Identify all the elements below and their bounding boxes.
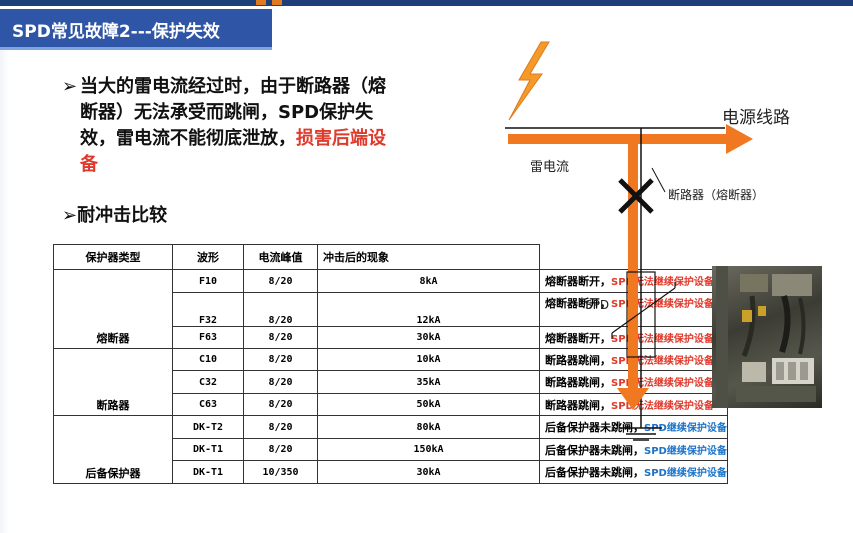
bullet-1-text: 当大的雷电流经过时，由于断路器（熔断器）无法承受而跳闸，SPD保护失效，雷电流不… bbox=[80, 76, 386, 149]
result-note: SPD无法继续保护设备 bbox=[611, 333, 714, 345]
result-text: 断路器跳闸， bbox=[545, 353, 611, 367]
result-cell: 后备保护器未跳闸，SPD继续保护设备 bbox=[539, 438, 728, 461]
top-bar-tick bbox=[256, 0, 266, 5]
peak-current-cell: 10kA bbox=[317, 348, 540, 371]
bullet-marker: ➢ bbox=[62, 205, 78, 226]
result-text: 后备保护器未跳闸， bbox=[545, 466, 644, 479]
spd-label: SPD bbox=[585, 298, 610, 312]
model-cell: C10 bbox=[172, 348, 244, 371]
column-header: 冲击后的现象 bbox=[317, 244, 540, 270]
waveform-cell: 8/20 bbox=[243, 269, 318, 293]
equipment-photo bbox=[712, 266, 822, 408]
waveform-cell: 8/20 bbox=[243, 348, 318, 371]
waveform-cell: 8/20 bbox=[243, 393, 318, 416]
peak-current-cell: 80kA bbox=[317, 415, 540, 439]
waveform-cell: 8/20 bbox=[243, 415, 318, 439]
waveform-cell: 8/20 bbox=[243, 370, 318, 394]
result-cell: 熔断器断开，SPD无法继续保护设备 bbox=[539, 326, 728, 349]
peak-current-cell: 35kA bbox=[317, 370, 540, 394]
model-cell: C32 bbox=[172, 370, 244, 394]
result-note: SPD无法继续保护设备 bbox=[611, 355, 714, 367]
lightning-current-label: 雷电流 bbox=[530, 160, 570, 175]
lightning-bolt-icon bbox=[508, 41, 550, 121]
left-stripe bbox=[0, 50, 9, 533]
bullet-marker: ➢ bbox=[62, 76, 78, 97]
slide-title-text: SPD常见故障2---保护失效 bbox=[12, 22, 220, 42]
result-text: 后备保护器未跳闸， bbox=[545, 443, 644, 457]
result-note: SPD无法继续保护设备 bbox=[611, 400, 714, 412]
bullet-point-1: ➢ 当大的雷电流经过时，由于断路器（熔断器）无法承受而跳闸，SPD保护失效，雷电… bbox=[62, 74, 402, 178]
bullet-1-highlight: 损害后端设备 bbox=[80, 128, 386, 175]
top-bar-tick bbox=[272, 0, 282, 5]
result-note: SPD无法继续保护设备 bbox=[611, 299, 714, 310]
waveform-cell: 8/20 bbox=[243, 292, 318, 327]
result-note: SPD继续保护设备 bbox=[644, 445, 727, 457]
equipment-photo-image bbox=[716, 266, 816, 408]
result-text: 熔断器断开， bbox=[545, 331, 611, 345]
peak-current-cell: 30kA bbox=[317, 460, 540, 484]
model-cell: DK-T2 bbox=[172, 415, 244, 439]
peak-current-cell: 150kA bbox=[317, 438, 540, 461]
peak-current-cell: 8kA bbox=[317, 269, 540, 293]
waveform-cell: 8/20 bbox=[243, 438, 318, 461]
model-cell: DK-T1 bbox=[172, 460, 244, 484]
slide-title: SPD常见故障2---保护失效 bbox=[0, 9, 272, 50]
result-cell: 后备保护器未跳闸，SPD继续保护设备 bbox=[539, 460, 728, 484]
peak-current-cell: 50kA bbox=[317, 393, 540, 416]
breaker-x-icon bbox=[618, 178, 654, 214]
top-bar bbox=[0, 0, 853, 6]
result-note: SPD继续保护设备 bbox=[644, 423, 727, 434]
result-cell: 断路器跳闸，SPD无法继续保护设备 bbox=[539, 370, 728, 394]
result-text: 熔断器断开， bbox=[545, 297, 611, 310]
column-header: 保护器类型 bbox=[53, 244, 173, 270]
model-cell: C63 bbox=[172, 393, 244, 416]
result-cell: 后备保护器未跳闸，SPD继续保护设备 bbox=[539, 415, 728, 439]
bullet-2-text: 耐冲击比较 bbox=[77, 205, 168, 226]
result-text: 断路器跳闸， bbox=[545, 376, 611, 389]
result-text: 断路器跳闸， bbox=[545, 398, 611, 412]
power-line-label: 电源线路 bbox=[722, 108, 790, 128]
power-line-arrow bbox=[508, 124, 753, 154]
result-text: 后备保护器未跳闸， bbox=[545, 421, 644, 434]
waveform-cell: 8/20 bbox=[243, 326, 318, 349]
group-name-cell: 断路器 bbox=[53, 348, 173, 416]
group-name-cell: 后备保护器 bbox=[53, 415, 173, 484]
group-name-cell: 熔断器 bbox=[53, 269, 173, 349]
result-note: SPD继续保护设备 bbox=[644, 468, 727, 479]
model-cell: F63 bbox=[172, 326, 244, 349]
breaker-label: 断路器（熔断器） bbox=[668, 188, 765, 202]
waveform-cell: 10/350 bbox=[243, 460, 318, 484]
result-cell: 断路器跳闸，SPD无法继续保护设备 bbox=[539, 348, 728, 371]
result-cell: 断路器跳闸，SPD无法继续保护设备 bbox=[539, 393, 728, 416]
result-note: SPD无法继续保护设备 bbox=[611, 378, 714, 389]
model-cell: F10 bbox=[172, 269, 244, 293]
result-cell: 熔断器断开，SPD无法继续保护设备 bbox=[539, 292, 728, 327]
column-header: 电流峰值 bbox=[243, 244, 318, 270]
peak-current-cell: 12kA bbox=[317, 292, 540, 327]
breaker-leader-line bbox=[651, 167, 666, 193]
result-cell: 熔断器断开，SPD无法继续保护设备 bbox=[539, 269, 728, 293]
result-note: SPD无法继续保护设备 bbox=[611, 277, 714, 288]
column-header: 波形 bbox=[172, 244, 244, 270]
model-cell: F32 bbox=[172, 292, 244, 327]
bullet-point-2: ➢耐冲击比较 bbox=[62, 201, 167, 227]
table-header-row: 保护器类型 波形 电流峰值 冲击后的现象 bbox=[53, 244, 728, 270]
model-cell: DK-T1 bbox=[172, 438, 244, 461]
result-text: 熔断器断开， bbox=[545, 275, 611, 288]
peak-current-cell: 30kA bbox=[317, 326, 540, 349]
